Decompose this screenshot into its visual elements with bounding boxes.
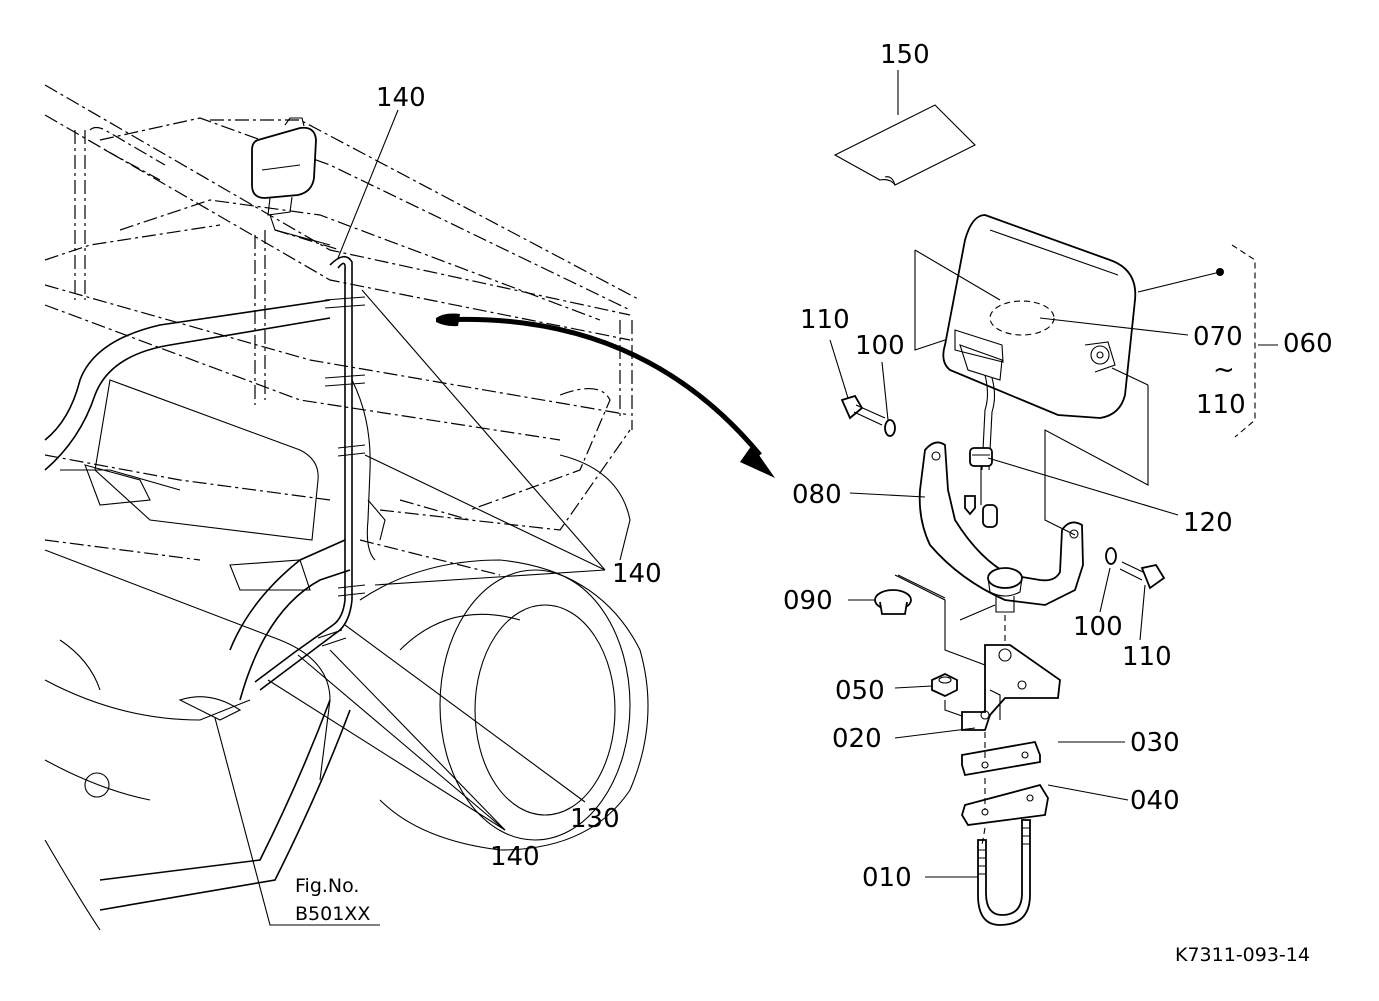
- drawing-number: K7311-093-14: [1175, 944, 1310, 966]
- callout-010: 010: [862, 863, 912, 893]
- callout-110-left: 110: [800, 305, 850, 335]
- callout-070: 070: [1193, 322, 1243, 352]
- callout-040: 040: [1130, 786, 1180, 816]
- callout-110-right: 110: [1122, 642, 1172, 672]
- grommet-120: [964, 447, 998, 528]
- callout-080: 080: [792, 480, 842, 510]
- callout-030: 030: [1130, 728, 1180, 758]
- bracket-080: [918, 441, 1084, 613]
- bolt-110-left: [840, 394, 886, 426]
- callout-140-top: 140: [376, 83, 426, 113]
- nut-090: [874, 589, 912, 615]
- spacer-030: [961, 740, 1041, 777]
- view-arrow: [439, 316, 762, 457]
- vehicle-overview: [44, 84, 775, 931]
- u-bolt-010: [977, 819, 1031, 926]
- leader-lines-right: [829, 70, 1221, 878]
- washer-100-left: [884, 419, 896, 437]
- harness-clamps: [317, 296, 366, 647]
- callout-120: 120: [1183, 508, 1233, 538]
- callout-150: 150: [880, 40, 930, 70]
- beacon-lamp-060: [942, 214, 1137, 471]
- leader-lines-left: [214, 109, 606, 926]
- callout-050: 050: [835, 676, 885, 706]
- base-plate-020: [961, 644, 1061, 731]
- nut-050: [931, 673, 958, 697]
- label-sheet-150: [833, 104, 976, 186]
- callout-100-left: 100: [855, 331, 905, 361]
- callout-tilde: ~: [1213, 355, 1235, 385]
- exploded-parts: [833, 104, 1278, 926]
- washer-100-right: [1105, 547, 1117, 565]
- callout-130: 130: [570, 804, 620, 834]
- callout-100-right: 100: [1073, 612, 1123, 642]
- callout-labels: 150 140 110 100 070 060 ~ 110 080 120 14…: [295, 40, 1333, 966]
- callout-140-mid: 140: [612, 559, 662, 589]
- callout-110-range: 110: [1196, 390, 1246, 420]
- callout-140-bottom: 140: [490, 842, 540, 872]
- bolt-110-right: [1119, 561, 1166, 590]
- callout-090: 090: [783, 586, 833, 616]
- figure-ref-label: Fig.No.: [295, 875, 359, 897]
- callout-060: 060: [1283, 329, 1333, 359]
- callout-020: 020: [832, 724, 882, 754]
- figure-ref-number: B501XX: [295, 903, 370, 925]
- clamp-plate-040: [961, 783, 1049, 826]
